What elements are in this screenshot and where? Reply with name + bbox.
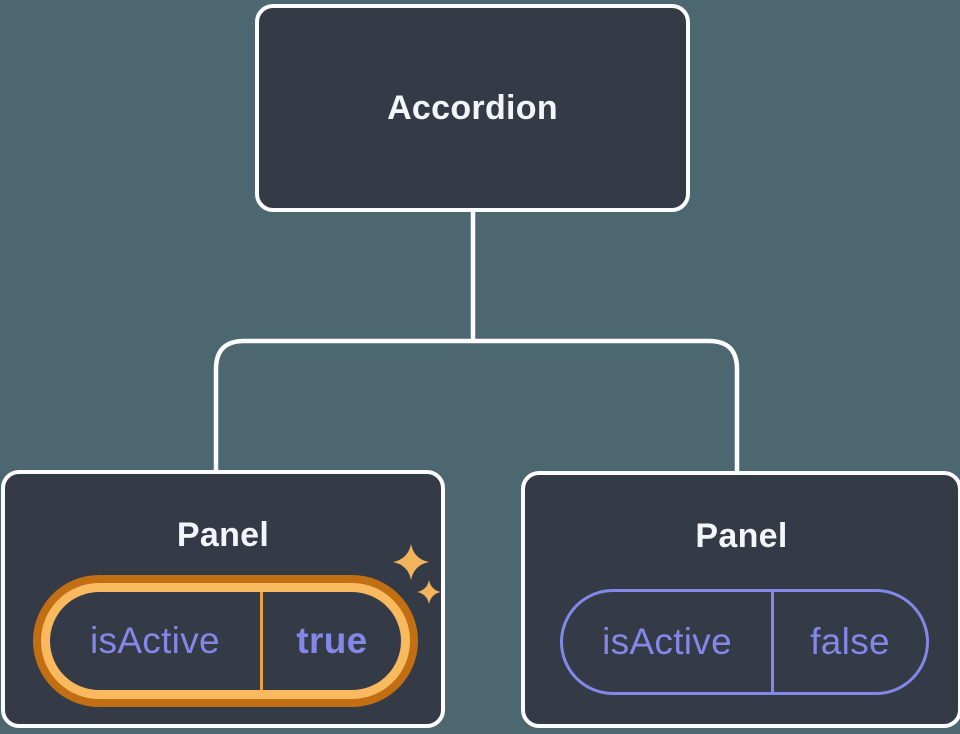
prop-name-label: isActive <box>602 621 732 662</box>
pill-divider <box>771 592 775 692</box>
state-pill-core: isActive true <box>50 592 401 690</box>
connector-branch <box>213 338 740 472</box>
component-node-panel-inactive: Panel isActive false <box>521 471 960 728</box>
accordion-node-label: Accordion <box>387 88 558 127</box>
state-pill-inactive: isActive false <box>560 589 929 695</box>
prop-name-label: isActive <box>90 620 220 661</box>
sparkle-large <box>393 544 429 580</box>
pill-divider <box>259 592 263 690</box>
prop-value-label: false <box>810 621 890 662</box>
prop-value-label: true <box>296 620 368 661</box>
component-node-accordion: Accordion <box>255 4 690 212</box>
state-pill-gold-ring: isActive true <box>41 583 410 699</box>
sparkle-icon <box>393 544 441 604</box>
state-pill-active: isActive true <box>33 575 418 707</box>
component-node-panel-active: Panel isActive true <box>1 470 445 728</box>
panel-node-label: Panel <box>176 516 270 554</box>
panel-node-label: Panel <box>695 517 788 555</box>
sparkle-small <box>417 580 441 604</box>
